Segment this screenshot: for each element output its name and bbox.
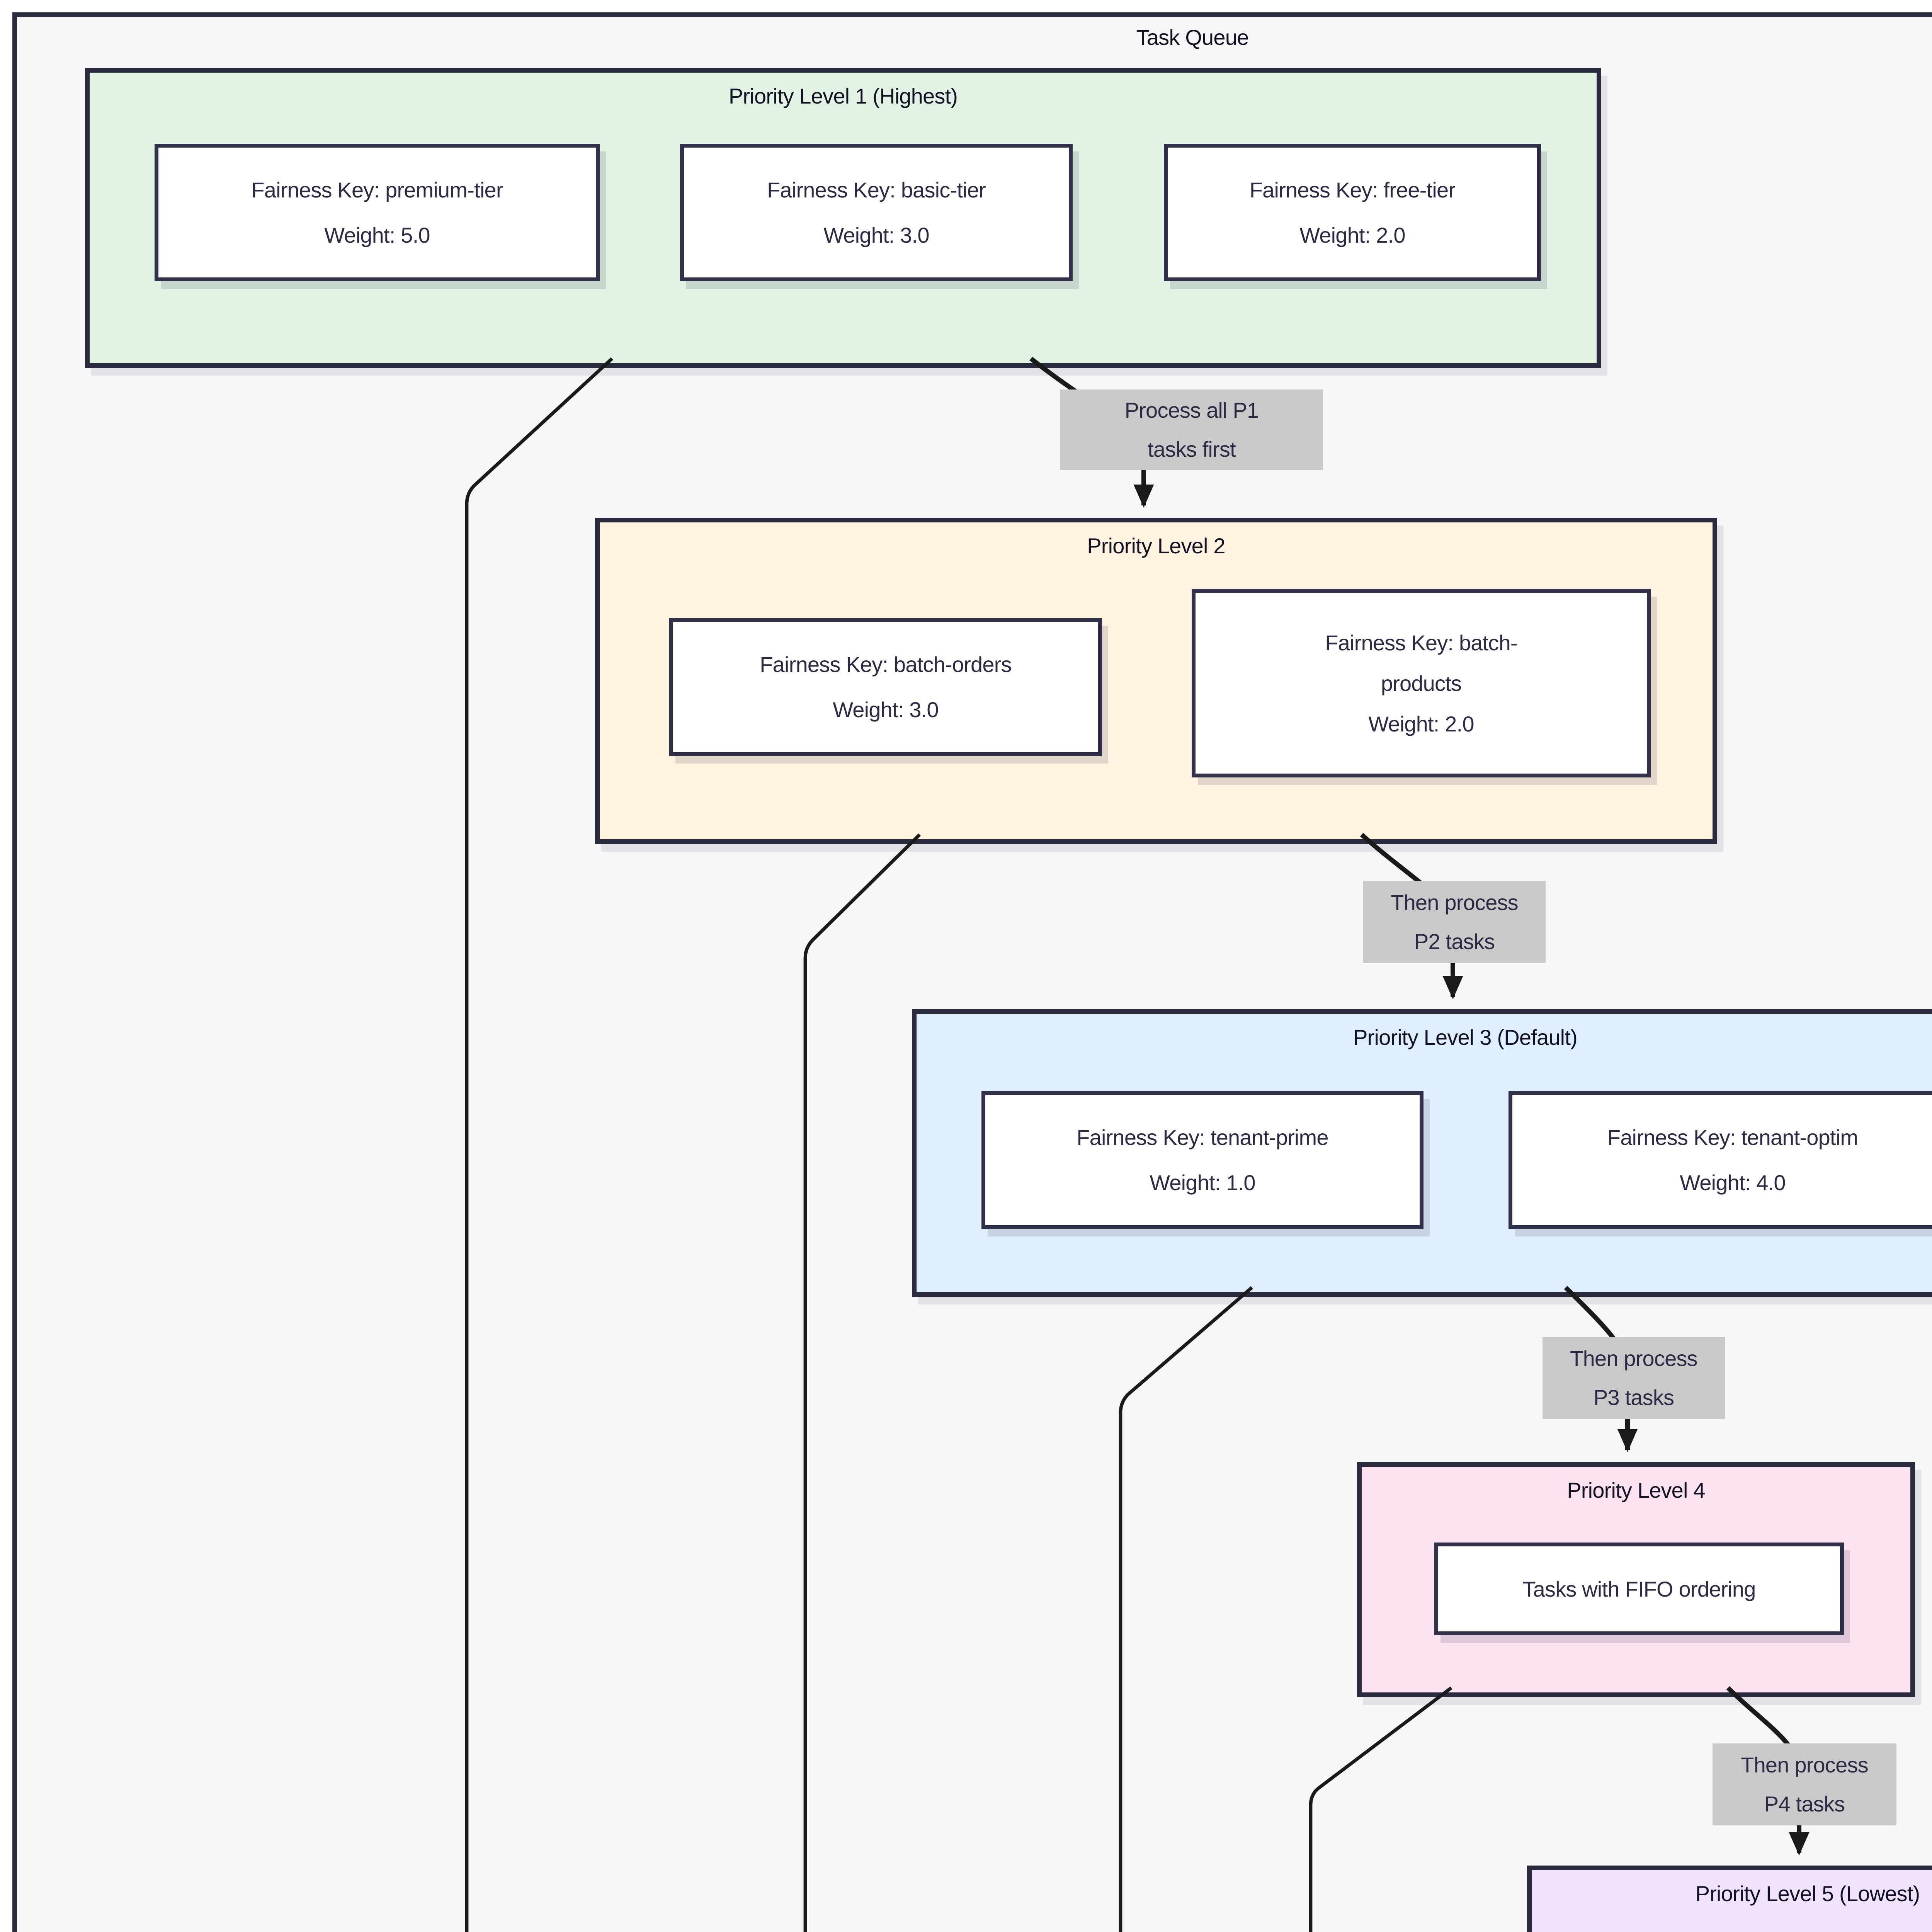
node-basic-tier-line2: Weight: 3.0 xyxy=(823,223,929,247)
edge-label-p3-p4-line1: Then process xyxy=(1570,1346,1697,1371)
priority-level-1-container: Priority Level 1 (Highest) Fairness Key:… xyxy=(85,68,1601,368)
node-tenant-optim-line2: Weight: 4.0 xyxy=(1680,1170,1786,1195)
node-p4-fifo: Tasks with FIFO ordering xyxy=(1434,1543,1844,1635)
node-batch-orders: Fairness Key: batch-orders Weight: 3.0 xyxy=(669,618,1102,756)
priority-level-1-title: Priority Level 1 (Highest) xyxy=(728,84,958,108)
edge-label-p2-p3: Then process P2 tasks xyxy=(1363,881,1546,963)
node-batch-products: Fairness Key: batch- products Weight: 2.… xyxy=(1192,589,1651,777)
node-premium-tier: Fairness Key: premium-tier Weight: 5.0 xyxy=(155,144,600,281)
edge-label-p1-p2-line1: Process all P1 xyxy=(1124,398,1259,422)
edge-label-p2-p3-line1: Then process xyxy=(1391,890,1518,915)
node-tenant-optim-line1: Fairness Key: tenant-optim xyxy=(1607,1125,1858,1150)
node-p4-fifo-line1: Tasks with FIFO ordering xyxy=(1522,1577,1756,1601)
edge-label-p3-p4: Then process P3 tasks xyxy=(1543,1337,1725,1419)
priority-level-3-title: Priority Level 3 (Default) xyxy=(1353,1025,1578,1049)
node-tenant-prime: Fairness Key: tenant-prime Weight: 1.0 xyxy=(981,1091,1423,1229)
edge-label-p4-p5-line1: Then process xyxy=(1741,1753,1868,1777)
priority-level-4-container: Priority Level 4 Tasks with FIFO orderin… xyxy=(1357,1462,1915,1697)
node-batch-orders-line1: Fairness Key: batch-orders xyxy=(760,652,1012,677)
task-queue-title: Task Queue xyxy=(1136,25,1249,49)
node-free-tier: Fairness Key: free-tier Weight: 2.0 xyxy=(1164,144,1541,281)
node-tenant-optim: Fairness Key: tenant-optim Weight: 4.0 xyxy=(1509,1091,1932,1229)
node-basic-tier: Fairness Key: basic-tier Weight: 3.0 xyxy=(680,144,1073,281)
node-tenant-prime-line1: Fairness Key: tenant-prime xyxy=(1077,1125,1328,1150)
node-basic-tier-line1: Fairness Key: basic-tier xyxy=(767,178,986,202)
node-premium-tier-line2: Weight: 5.0 xyxy=(324,223,430,247)
node-batch-orders-line2: Weight: 3.0 xyxy=(833,697,939,722)
edge-label-p1-p2-line2: tasks first xyxy=(1148,437,1236,461)
edge-label-p2-p3-line2: P2 tasks xyxy=(1414,929,1495,954)
edge-label-p3-p4-line2: P3 tasks xyxy=(1593,1385,1674,1410)
node-tenant-prime-line2: Weight: 1.0 xyxy=(1150,1170,1255,1195)
priority-level-2-container: Priority Level 2 Fairness Key: batch-ord… xyxy=(595,518,1717,844)
priority-level-4-title: Priority Level 4 xyxy=(1567,1478,1705,1502)
priority-level-5-container: Priority Level 5 (Lowest) Tasks with FIF… xyxy=(1527,1866,1932,1932)
edge-label-p4-p5: Then process P4 tasks xyxy=(1713,1743,1896,1825)
node-premium-tier-line1: Fairness Key: premium-tier xyxy=(251,178,503,202)
node-batch-products-line2: products xyxy=(1381,671,1462,696)
node-free-tier-line2: Weight: 2.0 xyxy=(1299,223,1405,247)
priority-level-3-container: Priority Level 3 (Default) Fairness Key:… xyxy=(912,1009,1932,1297)
node-free-tier-line1: Fairness Key: free-tier xyxy=(1249,178,1456,202)
node-batch-products-line1: Fairness Key: batch- xyxy=(1325,630,1517,655)
priority-level-5-title: Priority Level 5 (Lowest) xyxy=(1695,1881,1920,1906)
priority-level-2-title: Priority Level 2 xyxy=(1087,534,1225,558)
edge-label-p1-p2: Process all P1 tasks first xyxy=(1060,389,1323,470)
node-batch-products-line3: Weight: 2.0 xyxy=(1368,711,1474,736)
edge-label-p4-p5-line2: P4 tasks xyxy=(1764,1792,1845,1816)
